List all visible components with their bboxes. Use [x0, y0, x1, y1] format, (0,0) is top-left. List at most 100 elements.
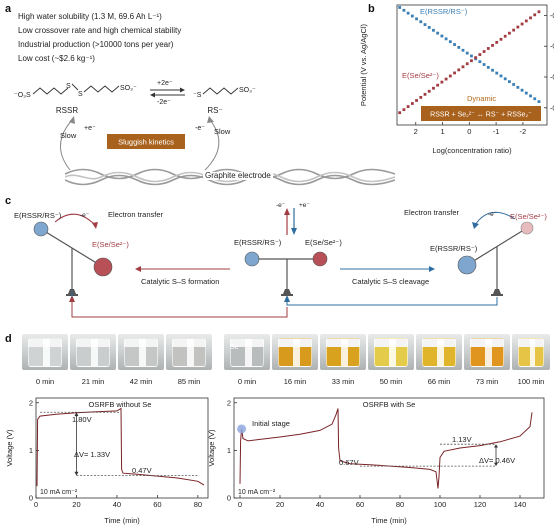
arrow-to-cleavage — [340, 266, 435, 272]
rssr-data-point — [503, 77, 507, 81]
chart-d2-mid-label: 0.67V — [339, 458, 359, 467]
bullet-cost: Low cost (~$2.6 kg⁻¹) — [18, 54, 95, 63]
se-data-point — [495, 40, 499, 44]
rssr-data-point — [444, 37, 448, 41]
rssr-data-point — [516, 85, 520, 89]
chart-b-ytick: -0.65 — [550, 75, 554, 82]
sluggish-kinetics-label: Sluggish kinetics — [118, 138, 174, 147]
loop-arrow-right — [71, 291, 498, 306]
panel-c-scheme: -e⁻ +e⁻ E(RSSR/RS⁻) E(Se/Se²⁻) E(RSSR/RS… — [14, 202, 547, 318]
rssr-data-point — [491, 68, 494, 72]
left-rssr-ball — [33, 221, 49, 237]
rssr-data-point — [423, 23, 427, 26]
x-tick-label: 60 — [153, 500, 161, 509]
se-data-point — [482, 50, 486, 53]
left-rssr-label: E(RSSR/RS⁻) — [14, 211, 62, 220]
rssr-data-point — [427, 26, 431, 29]
se-data-point — [503, 34, 507, 38]
photo-right-time-1: 0 min — [237, 377, 257, 386]
reduction-label: +2e⁻ — [157, 80, 173, 87]
e-minus-label: -e⁻ — [195, 125, 205, 132]
chart-d2-ylabel: Voltage (V) — [207, 429, 216, 467]
photo-left-time-1: 0 min — [35, 377, 55, 386]
x-tick-label: 0 — [238, 500, 242, 509]
x-tick-label: 20 — [276, 500, 284, 509]
y-tick-label: 0 — [29, 494, 33, 503]
chart-b-xtick: 1 — [440, 127, 444, 136]
se-data-point — [524, 19, 528, 23]
rssr-data-point — [478, 60, 482, 64]
panel-c-letter: c — [5, 195, 12, 207]
svg-text:⁻O₃S: ⁻O₃S — [14, 92, 31, 99]
reaction-box — [421, 106, 541, 121]
se-data-point — [474, 56, 478, 60]
se-data-point — [461, 65, 465, 69]
graphite-electrode-label: Graphite electrode — [203, 171, 273, 180]
bullet-solubility: High water solubility (1.3 M, 69.6 Ah L⁻… — [18, 12, 162, 21]
se-data-point — [419, 96, 423, 99]
chart-b-xtick: -1 — [493, 127, 500, 136]
chart-b-points — [398, 6, 541, 115]
chart-d1-xlabel: Time (min) — [104, 516, 140, 525]
se-data-point — [491, 44, 494, 47]
se-data-point — [516, 25, 520, 29]
chart-b-ytick: -0.60 — [550, 44, 554, 51]
photo-left-3 — [118, 334, 164, 370]
se-data-point — [529, 16, 532, 20]
chart-d2-annotations — [237, 424, 498, 467]
se-data-point — [457, 68, 461, 72]
right-transfer-label: Electron transfer — [404, 208, 460, 217]
se-label: Se — [230, 344, 239, 351]
chart-b-xtick: 2 — [414, 127, 418, 136]
chart-d1-ylabel: Voltage (V) — [5, 429, 14, 467]
svg-text:⁻S: ⁻S — [193, 92, 202, 99]
rssr-data-point — [461, 48, 465, 52]
se-data-point — [423, 92, 427, 96]
rssr-data-point — [533, 97, 537, 101]
panel-b-letter: b — [368, 3, 375, 15]
rssr-data-point — [448, 40, 452, 44]
slow-right-label: Slow — [214, 127, 231, 136]
initial-stage-marker — [237, 424, 247, 434]
chart-d1-delta-label: ΔV= 1.33V — [74, 450, 110, 459]
chart-b-xtick: -2 — [520, 127, 527, 136]
e-down-label: +e⁻ — [299, 202, 310, 209]
x-tick-label: 0 — [34, 500, 38, 509]
center-se-ball — [312, 251, 328, 267]
rssr-data-point — [512, 83, 516, 86]
photo-right-time-5: 66 min — [427, 377, 451, 386]
slow-left-label: Slow — [60, 131, 77, 140]
sluggish-kinetics-box — [107, 134, 185, 149]
center-balance — [250, 258, 320, 296]
arrow-to-formation — [135, 266, 230, 272]
chart-d2-curve — [239, 408, 533, 489]
left-se-ball — [93, 257, 113, 277]
se-data-point — [520, 22, 524, 26]
se-data-point — [486, 47, 490, 50]
e-plus-label: +e⁻ — [84, 125, 96, 132]
rssr-data-point — [482, 63, 486, 66]
cleavage-caption: Catalytic S–S cleavage — [352, 277, 429, 286]
chart-d2-upper-label: 1.13V — [452, 435, 472, 444]
se-data-point — [478, 53, 482, 56]
chart-b-ylabel: Potential (V vs. Ag/AgCl) — [360, 23, 368, 106]
photo-right-5 — [416, 334, 462, 370]
left-balance — [40, 213, 104, 296]
right-e-label: -e⁻ — [488, 211, 497, 218]
photo-left-2 — [70, 334, 116, 370]
svg-text:SO₃⁻: SO₃⁻ — [239, 87, 256, 94]
center-electron-arrows — [284, 208, 297, 235]
graphite-electrode — [65, 168, 395, 186]
photo-left-time-2: 21 min — [81, 377, 105, 386]
photo-right-time-3: 33 min — [331, 377, 355, 386]
rssr-data-point — [465, 51, 469, 55]
se-data-point — [402, 108, 406, 112]
rs-label: RS⁻ — [207, 106, 222, 115]
panel-b-chart: 210-1-2 -0.55-0.60-0.65-0.70 Log(concent… — [360, 4, 554, 155]
svg-text:SO₃⁻: SO₃⁻ — [120, 85, 137, 92]
x-tick-label: 40 — [316, 500, 324, 509]
e-up-label: -e⁻ — [276, 202, 285, 209]
rssr-data-point — [406, 11, 410, 15]
